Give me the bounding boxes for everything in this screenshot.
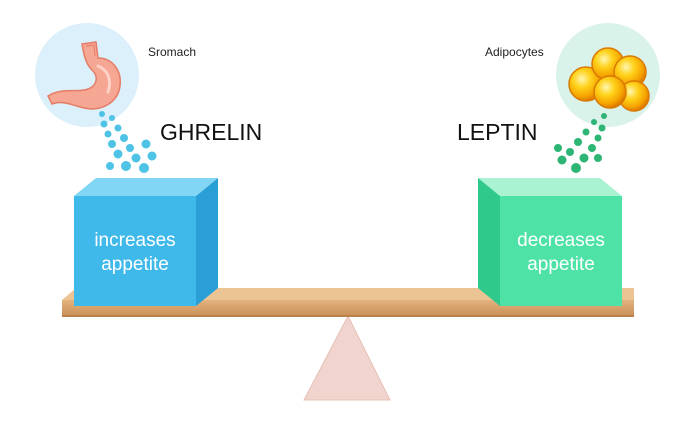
leptin-effect-line1: decreases (517, 230, 605, 251)
leptin-effect-line2: appetite (527, 254, 595, 275)
ghrelin-particles (99, 111, 157, 173)
leptin-label: LEPTIN (457, 119, 538, 145)
leptin-particles (554, 113, 607, 173)
fulcrum (303, 314, 391, 401)
ghrelin-cube: increases appetite (74, 178, 218, 306)
fat-cells-icon (568, 47, 650, 112)
stomach-bubble (35, 23, 139, 127)
stomach-icon (47, 41, 121, 110)
ghrelin-effect-line2: appetite (101, 254, 169, 275)
ghrelin-effect-line1: increases (94, 230, 175, 251)
ghrelin-label: GHRELIN (160, 119, 262, 145)
stomach-label: Sromach (148, 45, 196, 59)
leptin-cube: decreases appetite (478, 178, 622, 306)
adipocytes-label: Adipocytes (485, 45, 544, 59)
